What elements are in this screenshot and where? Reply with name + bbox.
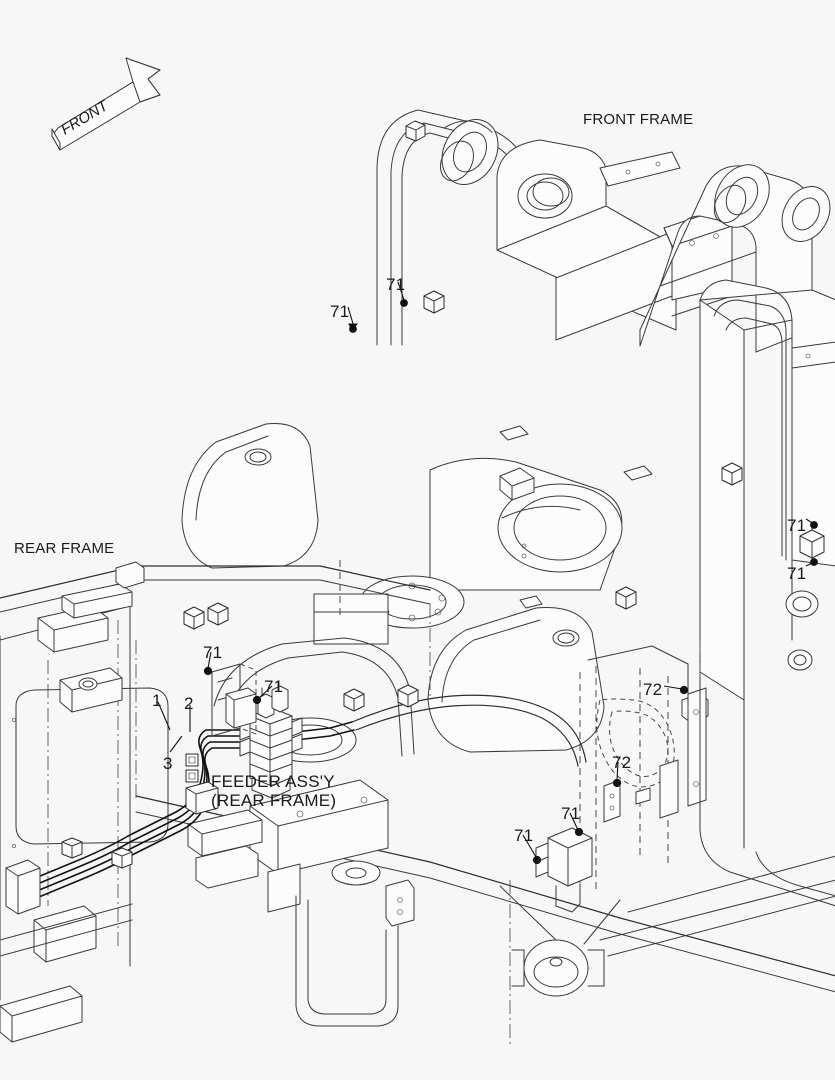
front-frame-body	[496, 139, 733, 341]
hose-clamp-cube	[61, 837, 83, 859]
rear-right-fender	[427, 607, 605, 753]
rear-frame-right-rails	[699, 671, 835, 907]
callout-71: 71	[203, 643, 223, 662]
front-frame-right-tower	[699, 279, 835, 701]
legend-swatch-box	[185, 781, 219, 815]
feeder-assy-label-line2: (REAR FRAME)	[211, 791, 337, 810]
center-structure	[313, 425, 653, 645]
front-direction-arrow	[51, 57, 161, 151]
bottom-connector-block	[535, 827, 593, 913]
callout-72: 72	[643, 680, 663, 699]
callout-2: 2	[184, 694, 194, 713]
callout-71: 71	[787, 564, 807, 583]
hose-clamp-cube	[111, 847, 133, 869]
callout-3: 3	[163, 754, 173, 773]
hose-clamp-cube	[405, 120, 426, 142]
clamp-cube-field	[183, 290, 743, 712]
callout-71: 71	[514, 826, 534, 845]
feeder-assy-label-line1: FEEDER ASS'Y	[211, 772, 335, 791]
callout-71: 71	[386, 275, 406, 294]
small-part-box	[185, 769, 199, 783]
rear-frame-body	[0, 561, 835, 1043]
callout-leaders	[157, 281, 818, 865]
hidden-centerlines	[135, 560, 701, 800]
callout-71: 71	[264, 677, 284, 696]
rear-axle-boss	[499, 855, 835, 1048]
feeder-mount-bracket	[211, 663, 257, 737]
rear-left-fender	[181, 422, 319, 569]
callout-1: 1	[152, 691, 162, 710]
rear-frame-pedestal	[187, 779, 415, 1027]
callout-72: 72	[612, 753, 632, 772]
feeder-valve-assembly	[239, 681, 303, 799]
callout-71: 71	[787, 516, 807, 535]
front-frame-label: FRONT FRAME	[583, 111, 694, 128]
callout-71: 71	[330, 302, 350, 321]
callout-71: 71	[561, 804, 581, 823]
small-part-box	[185, 753, 199, 767]
hidden-structure-right	[579, 645, 709, 900]
rear-frame-label: REAR FRAME	[14, 540, 115, 557]
